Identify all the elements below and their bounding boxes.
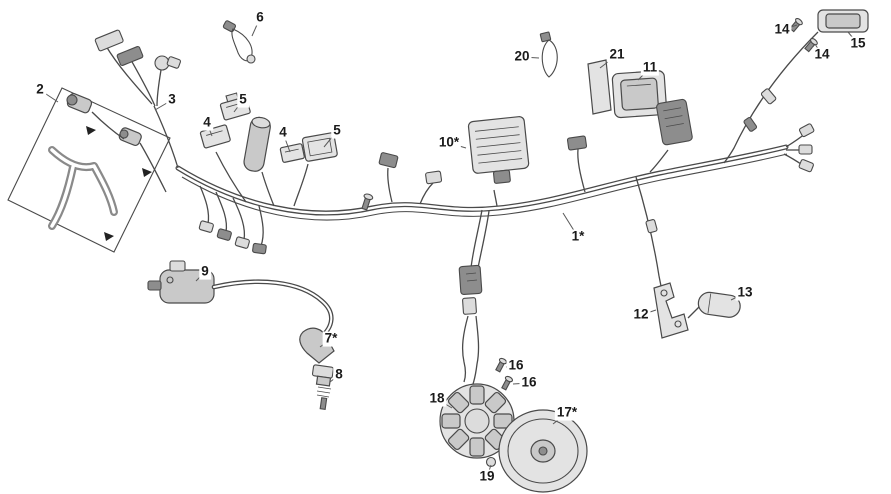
bracket-unit-15	[817, 9, 869, 33]
strap-clip	[222, 20, 256, 64]
relay-5a	[219, 92, 251, 121]
cylinder-part	[243, 116, 271, 172]
stator-connectors	[458, 264, 483, 315]
capacitor	[697, 291, 741, 318]
spark-plug	[311, 364, 334, 410]
main-harness	[175, 144, 789, 221]
ht-lead	[211, 279, 334, 340]
screw-14b	[804, 37, 818, 53]
woodruff-key	[485, 456, 497, 468]
branch-connectors-left	[198, 220, 267, 255]
stator-lead-wires	[461, 209, 490, 385]
harness-connectors	[361, 88, 815, 234]
relay-4a	[199, 124, 231, 149]
ecu-unit	[611, 70, 668, 119]
regulator-rectifier	[467, 116, 530, 184]
mounting-bracket	[653, 282, 689, 339]
front-connectors	[94, 29, 181, 71]
cable-tie	[539, 31, 558, 78]
front-wiring	[105, 45, 179, 169]
ignition-coil	[147, 260, 215, 304]
stator-screws	[495, 357, 514, 391]
spark-plug-cap	[299, 327, 335, 364]
switch-assembly	[7, 87, 171, 253]
relay-4b	[279, 143, 305, 163]
ecu-connector	[656, 98, 693, 146]
branch-wires-left	[199, 151, 309, 247]
foam-pad	[587, 59, 612, 115]
screw-14a	[789, 17, 803, 33]
flywheel-rotor	[498, 409, 588, 493]
bolt	[361, 193, 374, 211]
relay-5b	[301, 132, 338, 162]
